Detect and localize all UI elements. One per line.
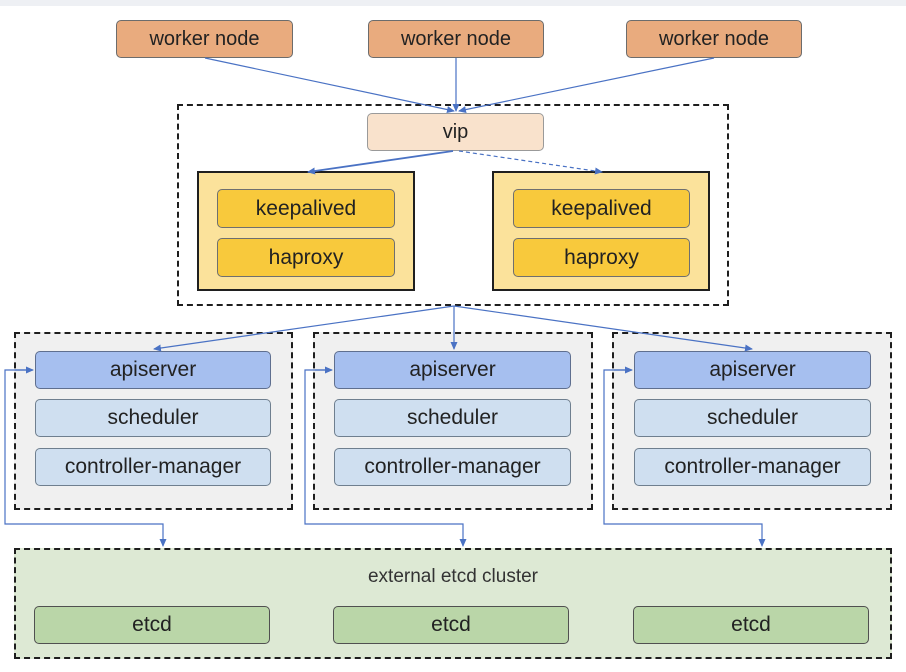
arrow-worker1-vip [204, 57, 455, 113]
arrow-vip-lb1 [307, 150, 454, 175]
arrow-worker3-vip [458, 57, 715, 114]
controller-manager-1: controller-manager [35, 448, 271, 486]
worker-node-1: worker node [116, 20, 293, 58]
worker-node-3: worker node [626, 20, 802, 58]
worker-node-2: worker node [368, 20, 544, 58]
haproxy-2: haproxy [513, 238, 690, 277]
apiserver-3: apiserver [634, 351, 871, 389]
controller-manager-3: controller-manager [634, 448, 871, 486]
apiserver-2: apiserver [334, 351, 571, 389]
etcd-node-3: etcd [633, 606, 869, 644]
keepalived-2: keepalived [513, 189, 690, 228]
keepalived-1: keepalived [217, 189, 395, 228]
arrow-lb-master1 [153, 305, 455, 352]
arrow-lb-master3 [453, 305, 753, 352]
scheduler-1: scheduler [35, 399, 271, 437]
arrow-master1-etcd [4, 369, 167, 547]
apiserver-1: apiserver [35, 351, 271, 389]
controller-manager-2: controller-manager [334, 448, 571, 486]
arrow-master2-etcd [304, 369, 467, 547]
vip-box: vip [367, 113, 544, 151]
scheduler-2: scheduler [334, 399, 571, 437]
haproxy-1: haproxy [217, 238, 395, 277]
arrow-vip-lb2 [458, 150, 603, 175]
etcd-node-2: etcd [333, 606, 569, 644]
arrow-master3-etcd [603, 369, 766, 547]
etcd-node-1: etcd [34, 606, 270, 644]
etcd-cluster-label: external etcd cluster [367, 566, 539, 587]
scheduler-3: scheduler [634, 399, 871, 437]
